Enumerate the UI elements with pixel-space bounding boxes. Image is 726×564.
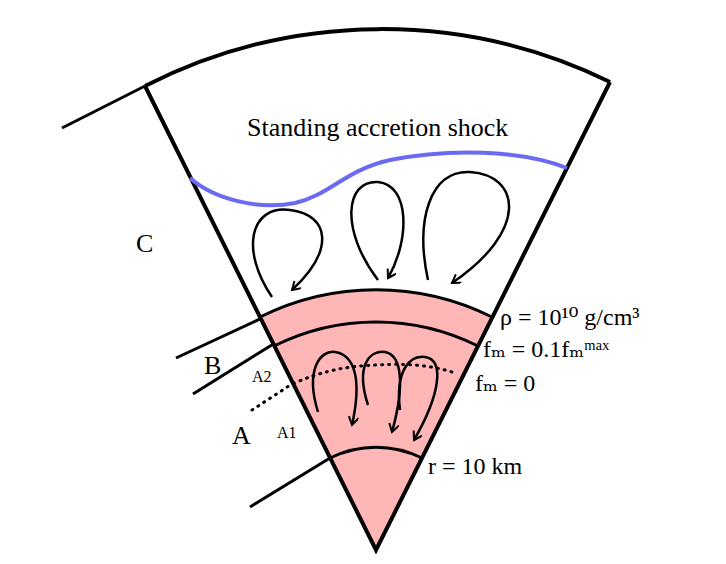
convection-loops bbox=[253, 172, 509, 440]
pink-region bbox=[260, 290, 492, 550]
radius-arc bbox=[330, 447, 422, 458]
subregion-label: A1 bbox=[277, 424, 297, 442]
density-arc bbox=[260, 290, 492, 317]
subregion-label: A2 bbox=[252, 368, 272, 386]
boundary-label: ρ = 10¹⁰ g/cm³ bbox=[500, 304, 640, 330]
boundary-label: fₘ = 0 bbox=[475, 370, 535, 396]
region-label: C bbox=[136, 230, 153, 259]
dotted-boundary bbox=[252, 364, 452, 410]
fm-arc bbox=[274, 322, 478, 346]
shock-label: Standing accretion shock bbox=[245, 114, 510, 143]
shock-curve bbox=[190, 152, 567, 205]
tick-line bbox=[250, 458, 330, 507]
boundary-label: fₘ = 0.1fₘᵐᵃˣ bbox=[483, 336, 609, 362]
boundary-label: r = 10 km bbox=[428, 453, 522, 479]
tick-line bbox=[193, 343, 275, 394]
outer-arc bbox=[145, 29, 610, 86]
region-label: B bbox=[204, 352, 221, 381]
region-label: A bbox=[232, 422, 251, 451]
tick-line bbox=[62, 86, 145, 128]
